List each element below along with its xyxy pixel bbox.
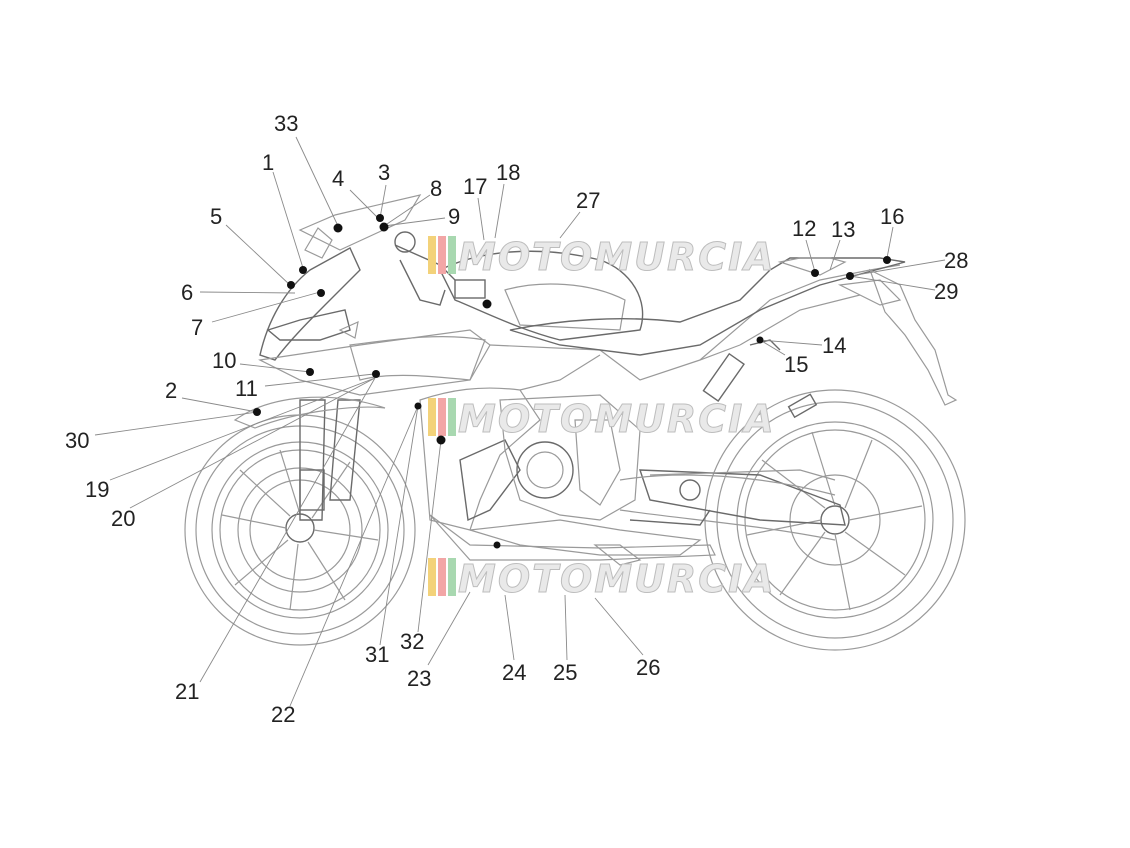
marker-dot <box>436 435 446 445</box>
callout-23: 23 <box>407 666 431 691</box>
callout-22: 22 <box>271 702 295 727</box>
callout-19: 19 <box>85 477 109 502</box>
callout-14: 14 <box>822 333 846 358</box>
callout-27: 27 <box>576 188 600 213</box>
marker-dot <box>253 408 261 416</box>
fuel-tank <box>439 250 644 341</box>
watermark-text: MOTOMURCIA <box>458 557 776 601</box>
rear-shock <box>702 339 781 402</box>
callout-5: 5 <box>210 204 222 229</box>
marker-dot <box>493 541 501 549</box>
callout-33: 33 <box>274 111 298 136</box>
marker-dot <box>846 272 854 280</box>
marker-dot <box>414 402 422 410</box>
callout-21: 21 <box>175 679 199 704</box>
decal-markers <box>253 214 891 549</box>
drive-chain <box>619 474 836 541</box>
callout-11: 11 <box>235 376 258 401</box>
swingarm <box>639 469 846 526</box>
callout-6: 6 <box>181 280 193 305</box>
callout-2: 2 <box>165 378 177 403</box>
marker-dot <box>299 266 307 274</box>
callout-18: 18 <box>496 160 520 185</box>
marker-dot <box>372 370 380 378</box>
exhaust <box>429 514 716 561</box>
callout-17: 17 <box>463 174 487 199</box>
watermark-top: MOTOMURCIA <box>428 235 776 280</box>
callout-30: 30 <box>65 428 89 453</box>
callout-12: 12 <box>792 216 816 241</box>
watermark-bottom: MOTOMURCIA <box>428 557 776 602</box>
callout-20: 20 <box>111 506 135 531</box>
callout-7: 7 <box>191 315 203 340</box>
callout-3: 3 <box>378 160 390 185</box>
callout-32: 32 <box>400 629 424 654</box>
callout-labels: 1 2 3 4 5 6 7 8 9 10 11 12 13 14 15 16 1… <box>65 111 968 727</box>
callout-15: 15 <box>784 352 808 377</box>
callout-9: 9 <box>448 204 460 229</box>
handlebar-controls <box>394 231 486 306</box>
callout-24: 24 <box>502 660 526 685</box>
marker-dot <box>379 222 389 232</box>
callout-29: 29 <box>934 279 958 304</box>
callout-1: 1 <box>262 150 274 175</box>
seat-tail <box>509 257 958 406</box>
marker-dot <box>287 281 295 289</box>
callout-10: 10 <box>212 348 236 373</box>
front-fork <box>299 399 361 521</box>
callout-28: 28 <box>944 248 968 273</box>
callout-25: 25 <box>553 660 577 685</box>
callout-31: 31 <box>365 642 389 667</box>
motorcycle-outline <box>184 194 966 651</box>
marker-dot <box>376 214 384 222</box>
marker-dot <box>756 336 764 344</box>
watermark-text: MOTOMURCIA <box>458 397 776 441</box>
leader-lines <box>94 136 946 707</box>
callout-4: 4 <box>332 166 344 191</box>
front-fairing <box>258 194 491 396</box>
front-fender <box>233 396 386 429</box>
callout-8: 8 <box>430 176 442 201</box>
callout-13: 13 <box>831 217 855 242</box>
callout-26: 26 <box>636 655 660 680</box>
marker-dot <box>883 256 891 264</box>
watermark-text: MOTOMURCIA <box>458 235 776 279</box>
marker-dot <box>811 269 819 277</box>
marker-dot <box>306 368 314 376</box>
marker-dot <box>317 289 325 297</box>
marker-dot <box>482 299 492 309</box>
rear-wheel <box>704 389 966 651</box>
footpeg <box>629 393 818 526</box>
marker-dot <box>333 223 343 233</box>
watermark-middle: MOTOMURCIA <box>428 397 776 442</box>
side-fairing <box>349 336 702 556</box>
engine <box>499 394 642 566</box>
callout-16: 16 <box>880 204 904 229</box>
